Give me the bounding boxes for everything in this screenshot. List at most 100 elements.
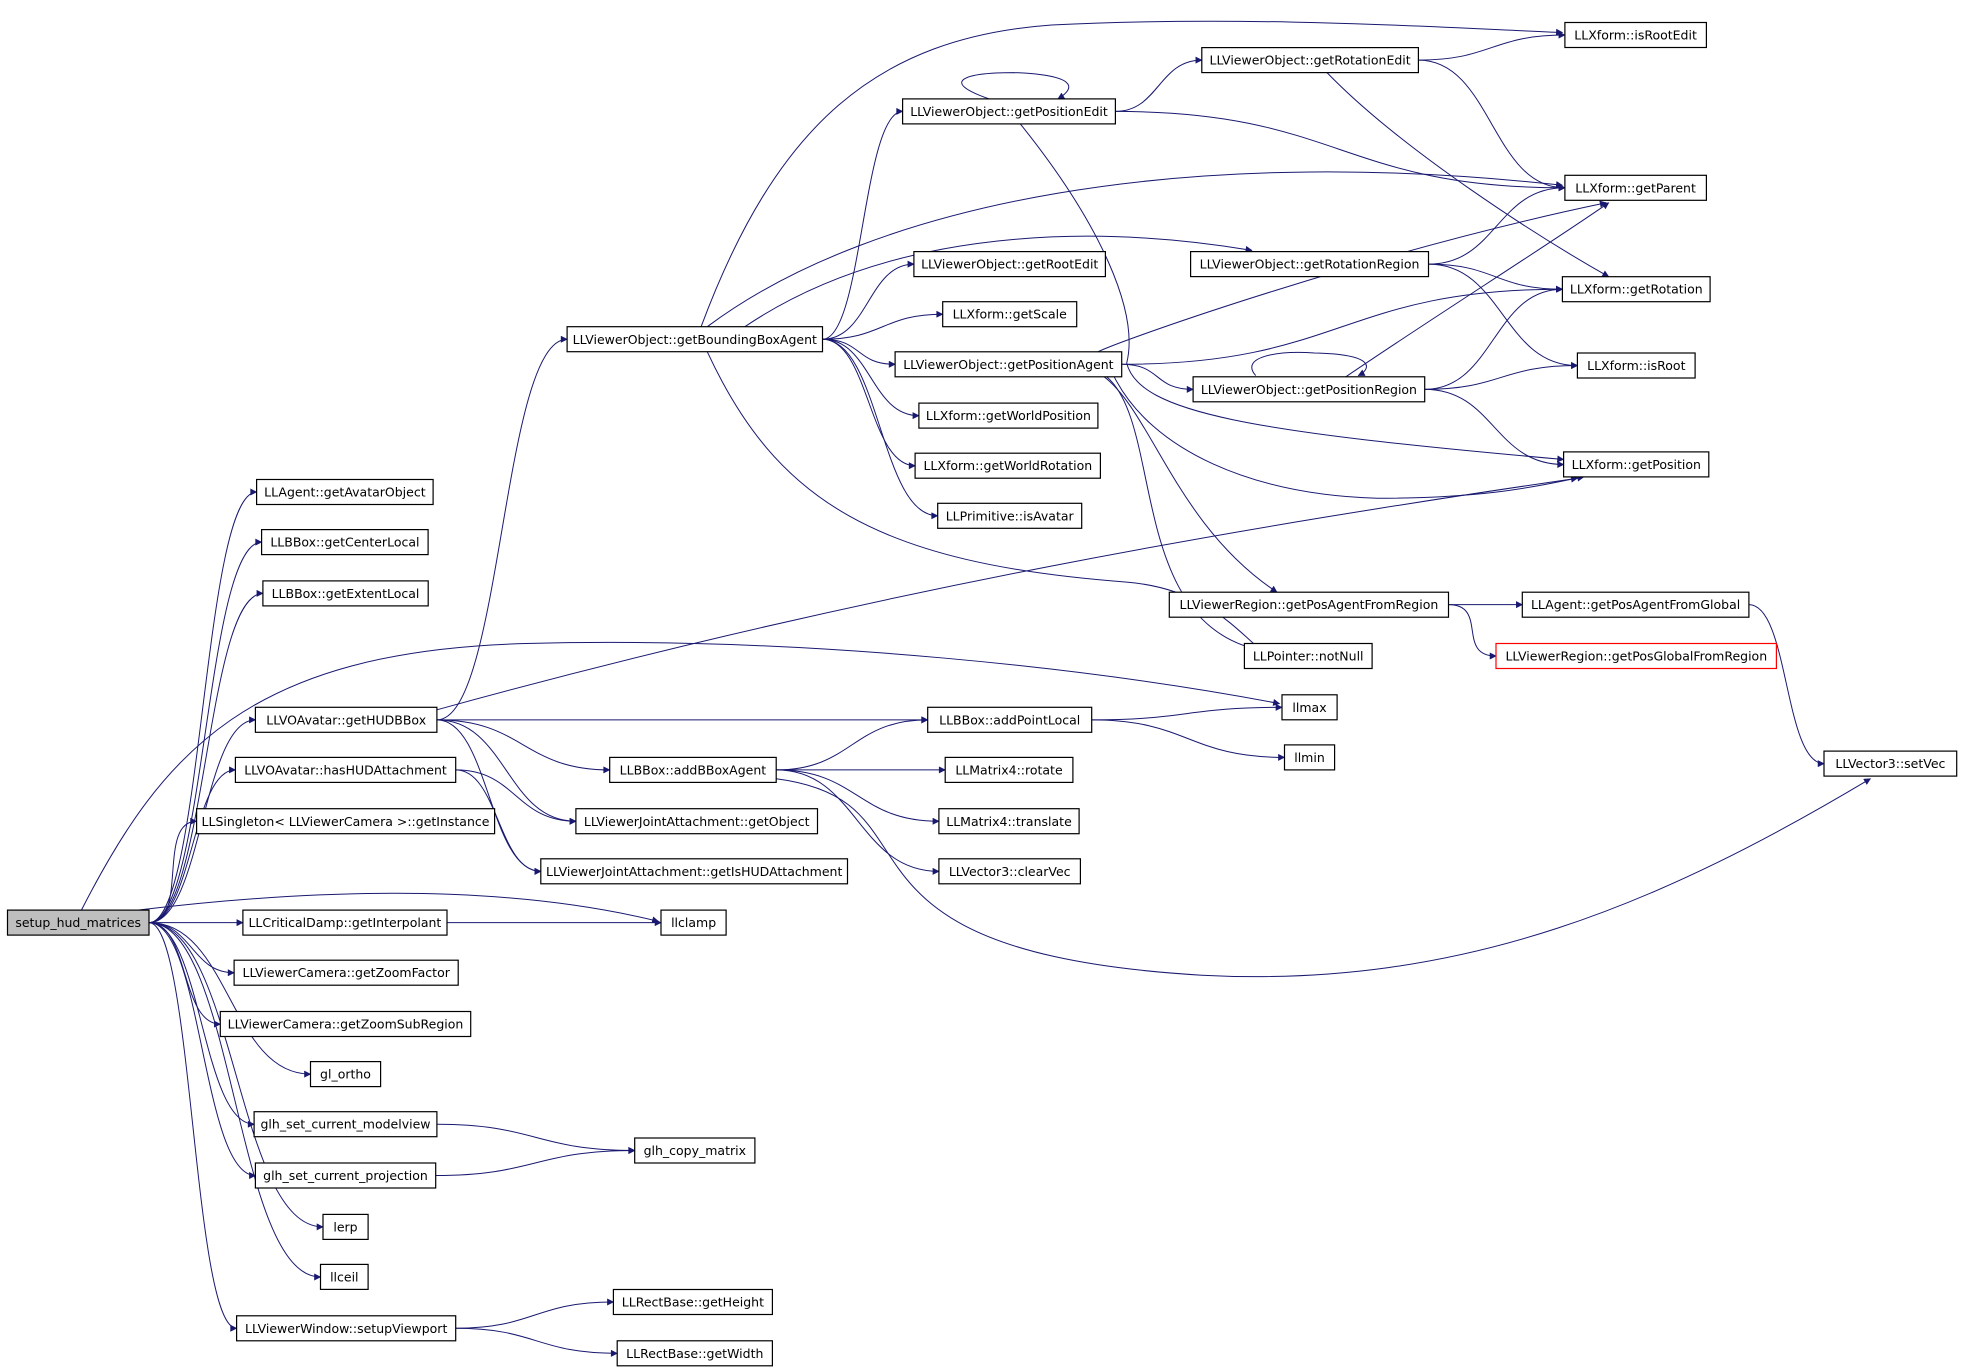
node-box — [1283, 744, 1336, 771]
node-box — [938, 808, 1080, 835]
node-label: LLBBox::getExtentLocal — [272, 586, 420, 601]
node-getInterpolant[interactable]: LLCriticalDamp::getInterpolant — [242, 909, 448, 936]
node-box — [894, 351, 1123, 378]
node-label: llceil — [330, 1270, 358, 1285]
edge-getPosAgentFromGlobal-to-setVec — [1748, 604, 1825, 768]
node-m4_translate[interactable]: LLMatrix4::translate — [938, 808, 1080, 835]
node-label: LLXform::getWorldRotation — [923, 458, 1092, 473]
edge-getPositionAgent-to-getPosAgentFromRegion — [1103, 376, 1278, 593]
node-box — [927, 706, 1093, 733]
edge-getPositionAgent-to-getParent — [1097, 200, 1607, 353]
node-gl_ortho[interactable]: gl_ortho — [309, 1060, 382, 1088]
node-notNull[interactable]: LLPointer::notNull — [1243, 642, 1373, 670]
node-llceil[interactable]: llceil — [319, 1263, 369, 1291]
node-getHUDBBox[interactable]: LLVOAvatar::getHUDBBox — [254, 706, 438, 733]
node-getPosAgentFromGlobal[interactable]: LLAgent::getPosAgentFromGlobal — [1521, 591, 1750, 618]
node-box — [242, 909, 448, 936]
node-box — [660, 909, 727, 936]
node-setVec[interactable]: LLVector3::setVec — [1823, 750, 1958, 777]
edge-addBBoxAgent-to-clearVec — [776, 769, 940, 875]
node-getRotationRegion[interactable]: LLViewerObject::getRotationRegion — [1189, 251, 1430, 278]
node-label: LLXform::getRotation — [1570, 282, 1703, 297]
edge-getBoundingBoxAgent-to-getPositionEdit — [822, 107, 904, 340]
edge-setup_hud-to-lerp — [148, 922, 324, 1231]
edge-setupViewport-to-getWidth — [455, 1327, 618, 1357]
node-getScale[interactable]: LLXform::getScale — [942, 301, 1078, 328]
node-getWidth[interactable]: LLRectBase::getWidth — [616, 1340, 774, 1367]
edge-glh_projection-to-glh_copy_matrix — [435, 1147, 636, 1177]
node-getHeight[interactable]: LLRectBase::getHeight — [612, 1288, 774, 1316]
node-getInstance[interactable]: LLSingleton< LLViewerCamera >::getInstan… — [196, 808, 496, 835]
edge-addBBoxAgent-to-m4_translate — [776, 769, 940, 825]
node-getWorldRotation[interactable]: LLXform::getWorldRotation — [914, 452, 1101, 479]
node-isAvatar[interactable]: LLPrimitive::isAvatar — [937, 502, 1083, 529]
edge-setup_hud-to-llclamp — [137, 892, 660, 924]
node-getAvatarObject[interactable]: LLAgent::getAvatarObject — [256, 478, 434, 506]
node-getPositionRegion[interactable]: LLViewerObject::getPositionRegion — [1192, 376, 1426, 403]
node-getExtentLocal[interactable]: LLBBox::getExtentLocal — [262, 580, 429, 607]
edge-setup_hud-to-hasHUDAttachment — [148, 766, 237, 924]
node-getZoomFactor[interactable]: LLViewerCamera::getZoomFactor — [233, 959, 459, 986]
node-addBBoxAgent[interactable]: LLBBox::addBBoxAgent — [609, 756, 777, 784]
node-getPosAgentFromRegion[interactable]: LLViewerRegion::getPosAgentFromRegion — [1168, 591, 1450, 618]
node-box — [253, 1111, 438, 1138]
node-box — [1562, 451, 1710, 478]
node-label: LLViewerJointAttachment::getObject — [584, 814, 810, 829]
node-getCenterLocal[interactable]: LLBBox::getCenterLocal — [261, 528, 429, 556]
edge-getBoundingBoxAgent-to-getWorldPosition — [822, 338, 920, 420]
node-isRootEdit[interactable]: LLXform::isRootEdit — [1564, 21, 1708, 49]
node-box — [634, 1137, 756, 1164]
node-box — [256, 478, 434, 506]
node-getZoomSubRegion[interactable]: LLViewerCamera::getZoomSubRegion — [219, 1010, 472, 1038]
node-box — [322, 1213, 369, 1241]
node-label: LLViewerCamera::getZoomFactor — [243, 965, 451, 980]
node-lerp[interactable]: lerp — [322, 1213, 369, 1241]
node-ja_getObject[interactable]: LLViewerJointAttachment::getObject — [575, 808, 819, 835]
node-ja_getIsHUD[interactable]: LLViewerJointAttachment::getIsHUDAttachm… — [540, 858, 849, 885]
node-box — [1521, 591, 1750, 618]
node-glh_copy_matrix[interactable]: glh_copy_matrix — [634, 1137, 756, 1164]
node-label: LLBBox::getCenterLocal — [270, 535, 419, 550]
node-getPositionAgent[interactable]: LLViewerObject::getPositionAgent — [894, 351, 1123, 378]
node-label: LLViewerRegion::getPosGlobalFromRegion — [1505, 649, 1767, 664]
node-getPosGlobalFromRegion[interactable]: LLViewerRegion::getPosGlobalFromRegion — [1495, 642, 1777, 670]
node-getRotation[interactable]: LLXform::getRotation — [1561, 276, 1711, 303]
node-m4_rotate[interactable]: LLMatrix4::rotate — [944, 756, 1074, 784]
node-box — [566, 326, 824, 353]
node-getBoundingBoxAgent[interactable]: LLViewerObject::getBoundingBoxAgent — [566, 326, 824, 353]
node-glh_projection[interactable]: glh_set_current_projection — [254, 1162, 437, 1189]
edge-getPositionAgent-to-notNull — [1106, 376, 1266, 654]
node-llmax[interactable]: llmax — [1281, 694, 1338, 721]
node-clearVec[interactable]: LLVector3::clearVec — [938, 858, 1082, 885]
node-glh_modelview[interactable]: glh_set_current_modelview — [253, 1111, 438, 1138]
edge-getPositionRegion-to-getPositionRegion — [1251, 352, 1367, 377]
node-box — [540, 858, 849, 885]
node-addPointLocal[interactable]: LLBBox::addPointLocal — [927, 706, 1093, 733]
edge-getRotationEdit-to-getParent — [1418, 59, 1566, 192]
node-box — [254, 706, 438, 733]
node-box — [254, 1162, 437, 1189]
node-getRootEdit[interactable]: LLViewerObject::getRootEdit — [913, 251, 1107, 278]
node-getWorldPosition[interactable]: LLXform::getWorldPosition — [918, 402, 1099, 429]
node-llmin[interactable]: llmin — [1283, 744, 1336, 771]
node-box — [262, 580, 429, 607]
edge-setup_hud-to-llceil — [148, 922, 322, 1281]
edge-getRotationRegion-to-getParent — [1428, 184, 1566, 265]
node-hasHUDAttachment[interactable]: LLVOAvatar::hasHUDAttachment — [234, 756, 457, 784]
edge-getPosAgentFromRegion-to-getPosGlobalFromRegion — [1448, 604, 1497, 660]
node-setup_hud[interactable]: setup_hud_matrices — [6, 909, 150, 936]
node-box — [944, 756, 1074, 784]
node-setupViewport[interactable]: LLViewerWindow::setupViewport — [236, 1315, 457, 1342]
node-label: LLViewerObject::getPositionRegion — [1201, 382, 1417, 397]
node-box — [261, 528, 429, 556]
edge-getPositionRegion-to-getPosition — [1424, 388, 1565, 468]
node-box — [1564, 174, 1708, 201]
node-getPosition[interactable]: LLXform::getPosition — [1562, 451, 1710, 478]
edge-getPositionEdit-to-getPositionEdit — [961, 72, 1070, 100]
node-llclamp[interactable]: llclamp — [660, 909, 727, 936]
node-label: LLMatrix4::translate — [946, 814, 1072, 829]
node-getParent[interactable]: LLXform::getParent — [1564, 174, 1708, 201]
node-getPositionEdit[interactable]: LLViewerObject::getPositionEdit — [901, 98, 1116, 125]
node-isRoot[interactable]: LLXform::isRoot — [1576, 352, 1696, 379]
node-getRotationEdit[interactable]: LLViewerObject::getRotationEdit — [1201, 46, 1420, 74]
